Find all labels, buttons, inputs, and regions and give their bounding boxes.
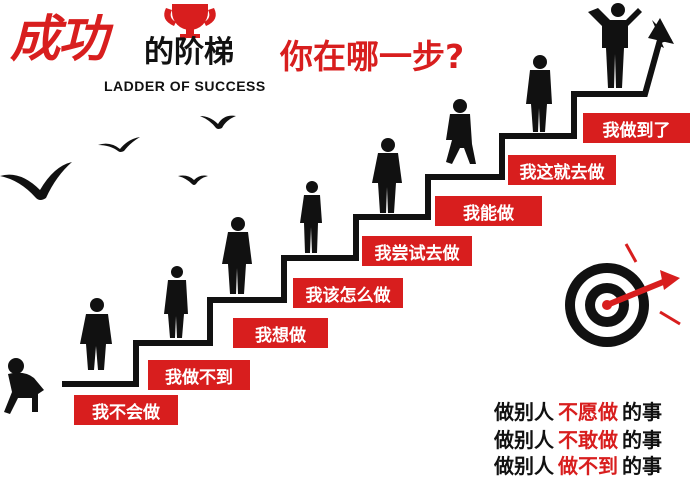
- phrase-highlight: 不敢做: [558, 427, 618, 452]
- question-text: 你在哪一步?: [280, 37, 465, 76]
- staircase-line: [62, 39, 663, 387]
- title-main: 成功: [10, 9, 108, 68]
- phrase-prefix: 做别人: [494, 399, 554, 424]
- step-label-8: 我做到了: [583, 113, 690, 143]
- title-sub: 的阶梯: [144, 35, 234, 70]
- phrase-suffix: 的事: [622, 453, 662, 477]
- step-label-1: 我不会做: [74, 395, 178, 425]
- phrase-row-3: 做别人 做不到 的事: [494, 451, 700, 477]
- phrase-prefix: 做别人: [494, 427, 554, 452]
- phrase-suffix: 的事: [622, 427, 662, 452]
- phrase-highlight: 做不到: [558, 453, 618, 477]
- person-silhouette-icon: [4, 3, 642, 414]
- phrase-row-2: 做别人 不敢做 的事: [494, 425, 700, 452]
- ladder-illustration: [0, 3, 681, 414]
- target-icon: [565, 243, 681, 347]
- step-label-7: 我这就去做: [508, 155, 616, 185]
- step-label-6: 我能做: [435, 196, 542, 226]
- step-label-3: 我想做: [233, 318, 328, 348]
- phrase-row-1: 做别人 不愿做 的事: [494, 397, 700, 424]
- step-label-5: 我尝试去做: [362, 236, 472, 266]
- step-label-2: 我做不到: [148, 360, 250, 390]
- phrase-suffix: 的事: [622, 399, 662, 424]
- trophy-icon: [164, 4, 216, 38]
- step-label-4: 我该怎么做: [293, 278, 403, 308]
- title-english: LADDER OF SUCCESS: [104, 78, 266, 94]
- phrase-highlight: 不愿做: [558, 399, 618, 424]
- phrase-prefix: 做别人: [494, 453, 554, 477]
- bird-icon: [0, 115, 236, 200]
